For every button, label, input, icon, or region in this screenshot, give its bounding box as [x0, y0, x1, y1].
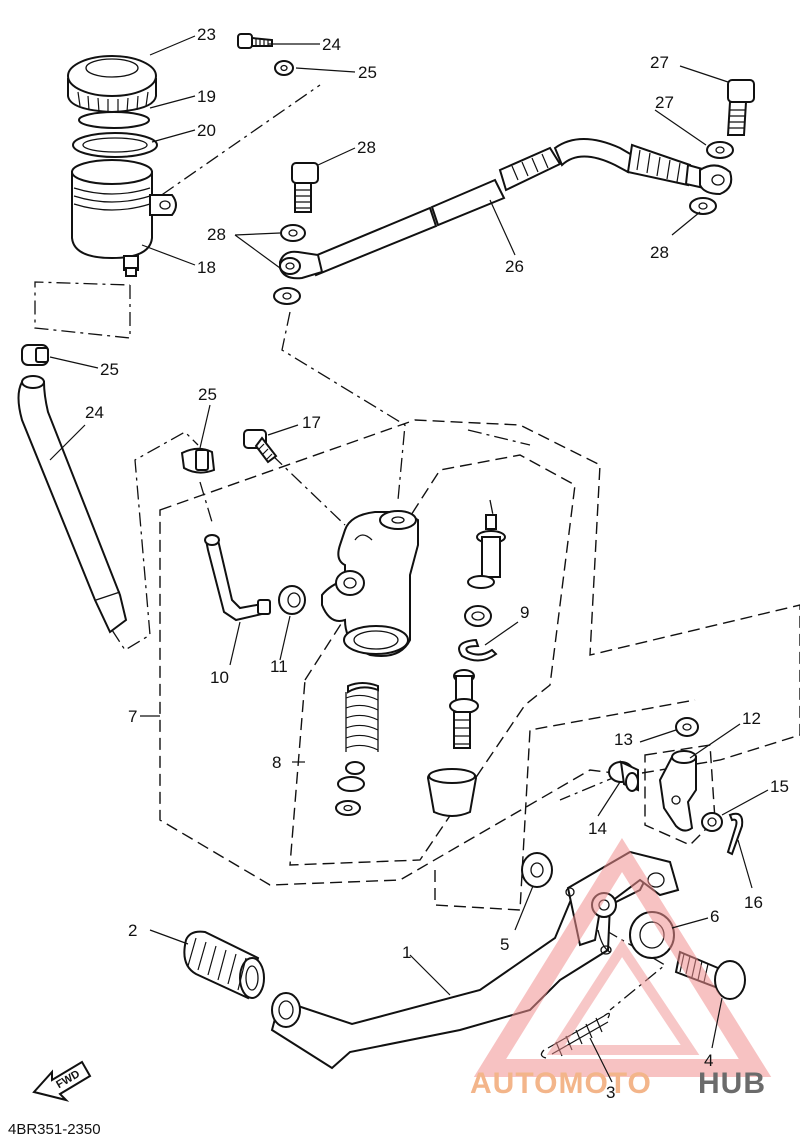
callout-15: 15	[770, 777, 789, 796]
reservoir-tank	[71, 159, 177, 277]
seal-to-rod-line	[467, 429, 531, 446]
callout-8: 8	[272, 753, 281, 772]
pin14-line	[559, 774, 621, 801]
reservoir-diaphragm	[72, 132, 158, 158]
callout-25-upper: 25	[100, 360, 119, 379]
clamp-25-upper	[21, 344, 49, 366]
callout-28-left: 28	[207, 225, 226, 244]
washer-28-d	[689, 197, 717, 215]
diagram-code: 4BR351-2350	[8, 1121, 101, 1138]
push-rod-lower	[449, 669, 479, 749]
nut-13	[675, 717, 699, 737]
washer-5	[521, 852, 553, 888]
bolt-17	[243, 429, 278, 464]
callout-6: 6	[710, 907, 719, 926]
banjo-bolt-22	[237, 33, 273, 49]
callout-28-right-bottom: 28	[650, 243, 669, 262]
callout-27-left: 28	[357, 138, 376, 157]
callout-10: 10	[210, 668, 229, 687]
reservoir-hose-24	[17, 375, 128, 634]
callout-28-right-top: 27	[655, 93, 674, 112]
callout-18: 18	[197, 258, 216, 277]
callout-5: 5	[500, 935, 509, 954]
clevis-pin-14	[608, 760, 639, 792]
callout-12: 12	[742, 709, 761, 728]
washer-28-c	[706, 141, 734, 159]
callout-16: 16	[744, 893, 763, 912]
banjo-bolt-27-right	[726, 79, 755, 136]
cotter-pin-16	[726, 812, 744, 856]
hose-fitting-lower	[279, 250, 324, 280]
callout-13: 13	[614, 730, 633, 749]
circlip-9	[458, 638, 498, 662]
callout-27-right: 27	[650, 53, 669, 72]
master-cylinder-body	[321, 510, 419, 657]
callout-22: 24	[322, 35, 341, 54]
callout-24: 24	[85, 403, 104, 422]
pedal-end-tube	[271, 992, 301, 1028]
return-spring	[345, 682, 379, 752]
brake-hose-26	[308, 138, 708, 277]
boot-seal	[426, 768, 478, 817]
reservoir-cap	[67, 55, 157, 114]
washer-28-b	[273, 287, 301, 305]
washer-28-a	[280, 224, 306, 242]
pedal-rubber-2	[183, 930, 265, 1000]
watermark-text-1: AUTOMOTO	[470, 1067, 652, 1100]
callout-2: 2	[128, 921, 137, 940]
callout-23: 25	[358, 63, 377, 82]
hose-joint-10	[204, 534, 271, 622]
callout-14: 14	[588, 819, 607, 838]
hose-route-line	[34, 281, 131, 339]
callout-9: 9	[520, 603, 529, 622]
watermark-logo: AUTOMOTO HUB	[470, 837, 772, 1100]
clamp-25-lower	[180, 447, 216, 474]
lever-pivot-line	[604, 929, 667, 1011]
bolt17-to-cylinder-line	[271, 454, 346, 526]
callout-20: 20	[197, 121, 216, 140]
callout-1: 1	[402, 943, 411, 962]
banjo-bolt-27-left	[291, 162, 319, 213]
callout-25-lower: 25	[198, 385, 217, 404]
callout-leaders	[49, 35, 769, 1083]
clevis-12	[658, 750, 697, 832]
washer-23	[274, 60, 294, 76]
callout-17: 17	[302, 413, 321, 432]
assembly-outline-8	[289, 454, 576, 866]
clevis-group-outline	[644, 744, 716, 846]
callout-numbers: 23 19 20 18 24 25 28 28 27 27 28 26 25 2…	[85, 25, 789, 1102]
callout-11: 11	[270, 657, 288, 676]
reservoir-to-bolt-line	[139, 84, 321, 211]
callout-7: 7	[128, 707, 137, 726]
washer-15	[701, 812, 723, 832]
push-rod-upper	[467, 514, 506, 589]
watermark-text-2: HUB	[698, 1067, 766, 1100]
callout-4: 4	[704, 1051, 713, 1070]
reservoir-diaphragm-plate	[78, 111, 150, 129]
piston-cup-upper	[464, 605, 492, 627]
callout-21: 23	[197, 25, 216, 44]
callout-3: 3	[606, 1083, 615, 1102]
washer-to-cylinder-line	[281, 311, 406, 501]
hose-fitting-upper	[699, 164, 733, 196]
clamp-to-hose-line	[199, 481, 213, 523]
callout-26: 26	[505, 257, 524, 276]
o-ring-11	[278, 585, 306, 615]
callout-19: 19	[197, 87, 216, 106]
hose-lower-route	[111, 431, 199, 651]
spring-seat	[335, 761, 365, 816]
link-group-outline	[434, 699, 696, 911]
forward-arrow-icon: FWD	[32, 1060, 92, 1102]
